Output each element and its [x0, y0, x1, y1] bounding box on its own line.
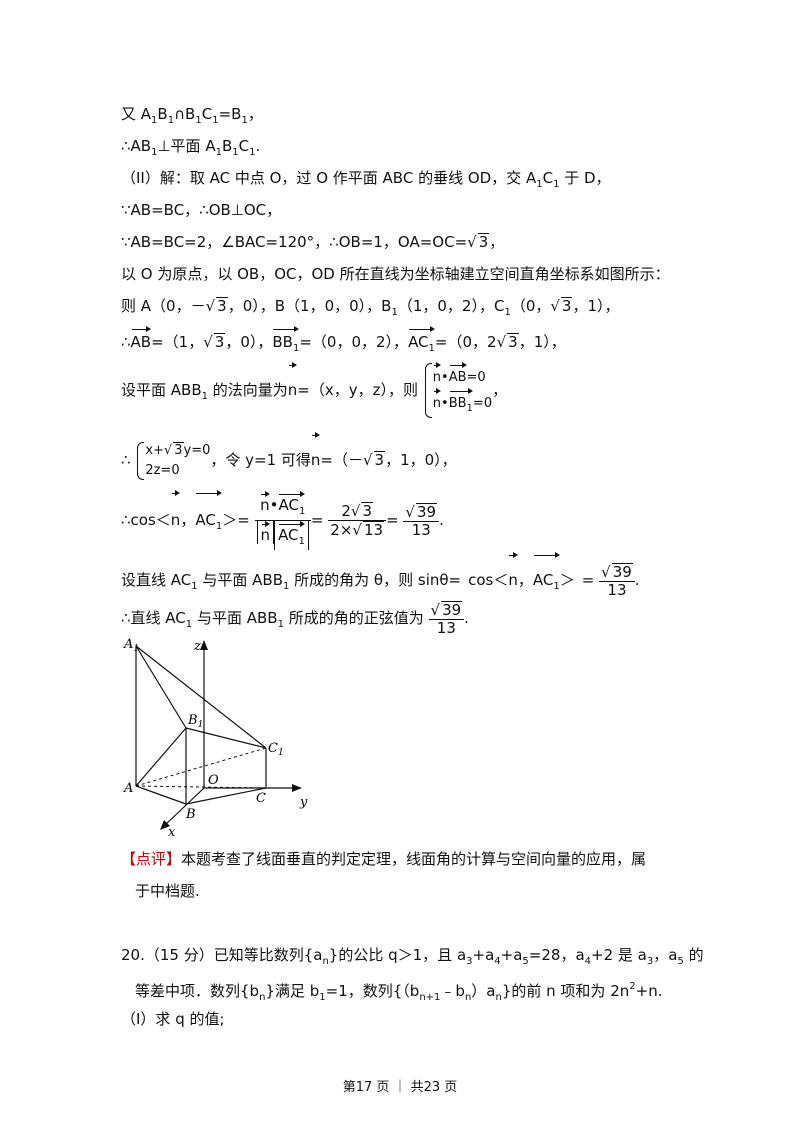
edge-AB	[135, 785, 187, 805]
axis-x	[163, 787, 205, 827]
label-C: C	[256, 791, 266, 806]
equation-system-2: x+√3y=0 2z=0	[135, 441, 210, 481]
arrow-y	[292, 784, 302, 792]
text-line-3: （II）解：取 AC 中点 O，过 O 作平面 ABC 的垂线 OD，交 A1C…	[121, 169, 611, 190]
text-line-1: 又 A1B1∩B1C1=B1，	[121, 105, 263, 126]
label-A: A	[123, 781, 133, 796]
arrow-x	[160, 820, 170, 830]
text-line-6: 以 O 为原点，以 OB，OC，OD 所在直线为坐标轴建立空间直角坐标系如图所示…	[121, 265, 670, 283]
edge-AC-dashed	[135, 785, 267, 789]
label-y: y	[299, 795, 308, 810]
page-footer: 第17 页 ｜ 共23 页	[342, 1080, 458, 1095]
vector-AC1: AC1	[408, 326, 435, 359]
label-B1: B1	[187, 713, 203, 730]
label-B: B	[185, 807, 196, 822]
arrow-z	[200, 640, 208, 650]
text-line-4: ∵AB=BC，∴OB⊥OC，	[121, 201, 282, 219]
edge-A1B1	[135, 645, 187, 729]
edge-AC1-dashed	[135, 747, 267, 787]
text-line-2: ∴AB1⊥平面 A1B1C1.	[121, 137, 261, 158]
comment-tag: 【点评】	[121, 850, 182, 868]
text-line-13: ∴直线 AC1 与平面 ABB1 所成的角的正弦值为 √39 13 .	[121, 600, 469, 637]
q20-line-2: 等差中项．数列{bn}满足 b1=1，数列{（bn+1﹣bn）an}的前 n 项…	[135, 981, 663, 1003]
edge-AB1	[135, 727, 187, 787]
text-line-9: 设平面 ABB1 的法向量为n=（x，y，z），则 n•AB=0 n•BB1=0…	[121, 362, 507, 419]
label-O: O	[208, 773, 219, 788]
label-A1: A1	[123, 637, 139, 654]
fraction-cos-value: 2√3 2×√13	[328, 502, 387, 539]
fraction-answer: √39 13	[428, 600, 465, 637]
text-line-7: 则 A（0，－√3，0），B（1，0，0），B1（1，0，2），C1（0，√3，…	[121, 297, 620, 318]
vector-BB1: BB1	[272, 326, 299, 359]
edge-A1C1	[135, 645, 267, 749]
q20-line-3: （Ⅰ）求 q 的值;	[121, 1010, 225, 1028]
text-line-8: ∴AB=（1，√3，0），BB1=（0，0，2），AC1=（0，2√3，1），	[121, 326, 566, 359]
vector-AB: AB	[131, 326, 151, 352]
comment-line-2: 于中档题.	[135, 882, 200, 900]
text-line-10: ∴ x+√3y=0 2z=0 ，令 y=1 可得n=（－√3，1，0），	[121, 432, 457, 482]
q20-line-1: 20.（15 分）已知等比数列{an}的公比 q＞1，且 a3+a4+a5=28…	[121, 946, 704, 967]
label-z: z	[193, 639, 201, 654]
label-C1: C1	[268, 741, 284, 758]
text-line-12: 设直线 AC1 与平面 ABB1 所成的角为 θ，则 sinθ=cos＜n，AC…	[121, 552, 640, 609]
label-x: x	[168, 825, 176, 840]
edge-BC	[185, 787, 267, 805]
text-line-5: ∵AB=BC=2，∠BAC=120°，∴OB=1，OA=OC=√3，	[121, 233, 505, 251]
equation-system-1: n•AB=0 n•BB1=0	[423, 362, 492, 419]
fraction-result: √39 13	[403, 502, 440, 539]
edge-B1C1	[185, 727, 267, 749]
fraction-sin: √39 13	[599, 562, 635, 599]
geometry-figure: A1 B1 C1 A B C O y x z	[123, 637, 308, 840]
comment-line-1: 【点评】本题考查了线面垂直的判定定理，线面角的计算与空间向量的应用，属	[121, 850, 647, 868]
sqrt-sign: √	[467, 233, 477, 251]
